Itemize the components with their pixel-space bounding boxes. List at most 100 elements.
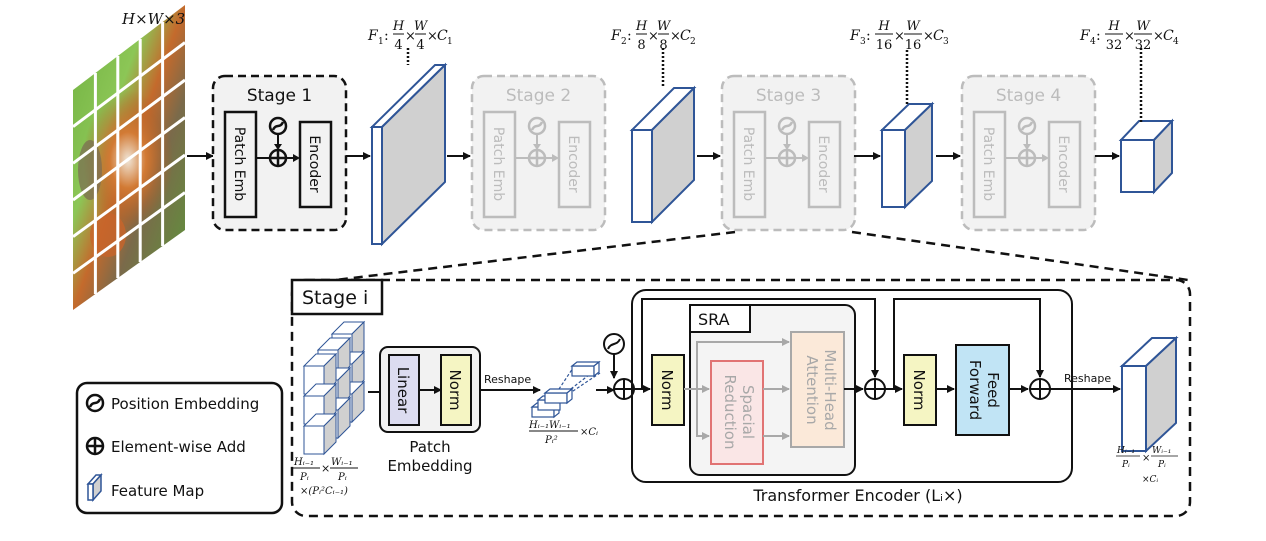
spatial-reduction-label-2: Reduction [721, 375, 739, 450]
patch-emb-label: Patch Emb [231, 127, 247, 201]
ffn-label-1: Feed [984, 372, 1002, 408]
legend: Position Embedding Element-wise Add Feat… [75, 381, 284, 515]
patch-emb-label: Patch Emb [740, 127, 756, 201]
patch-embedding-caption-2: Embedding [387, 457, 472, 475]
svg-text:×: × [894, 29, 905, 44]
token-shape: Hᵢ₋₁Wᵢ₋₁ Pᵢ² ×Cᵢ [528, 420, 598, 446]
svg-text:32: 32 [1135, 38, 1152, 53]
stage-i-panel: Stage i [290, 278, 1192, 518]
svg-text:×: × [427, 29, 438, 44]
input-patches-grid [302, 320, 366, 456]
stage-i-title-box [290, 278, 384, 316]
svg-text::: : [866, 28, 871, 44]
patch-emb-box [482, 110, 517, 219]
svg-text:2: 2 [690, 37, 696, 47]
svg-text:C: C [1163, 28, 1174, 44]
encoder-label: Encoder [565, 135, 581, 192]
position-embedding-icon [85, 393, 105, 413]
spatial-reduction-label-1: Spacial [739, 385, 757, 439]
patch-emb-label: Patch Emb [980, 127, 996, 201]
feature-map-3 [879, 50, 935, 210]
svg-text:16: 16 [905, 38, 922, 53]
element-wise-add-icon [777, 148, 797, 168]
svg-text:×: × [1124, 29, 1135, 44]
svg-text:W: W [906, 19, 921, 34]
legend-label-position-embedding: Position Embedding [111, 395, 259, 413]
svg-text:Pᵢ²: Pᵢ² [544, 435, 558, 446]
norm-label-1: Norm [658, 370, 676, 411]
feature-map-icon [86, 473, 103, 502]
position-embedding-icon [603, 333, 625, 355]
patch-embedding-caption-1: Patch [409, 438, 450, 456]
svg-text:H: H [877, 19, 890, 34]
patch-cube [302, 382, 338, 426]
patch-emb-box [972, 110, 1007, 219]
encoder-label: Encoder [306, 135, 322, 192]
stage-1-block: Stage 1 Patch Emb Encoder [211, 74, 348, 232]
svg-text:1: 1 [447, 37, 453, 47]
svg-text:4: 4 [416, 38, 424, 53]
svg-text:Pᵢ: Pᵢ [1121, 460, 1130, 470]
token-sequence [530, 360, 601, 419]
patch-emb-box [732, 110, 767, 219]
svg-text:32: 32 [1106, 38, 1123, 53]
sra-label: SRA [698, 310, 730, 329]
svg-text:1: 1 [378, 37, 384, 47]
svg-text:F: F [849, 28, 861, 44]
svg-text:F: F [610, 28, 622, 44]
element-wise-add-icon [527, 148, 547, 168]
stage-2-block: Stage 2 Patch Emb Encoder [470, 74, 607, 232]
norm-layer-2 [903, 354, 937, 426]
svg-text:C: C [680, 28, 691, 44]
reshape-label-1: Reshape [484, 373, 531, 386]
patch-cube [302, 412, 338, 456]
multi-head-attention-layer [790, 331, 845, 448]
stage-i-title: Stage i [302, 287, 368, 309]
encoder-label: Encoder [1055, 135, 1071, 192]
input-shape: Hᵢ₋₁ Pᵢ × Wᵢ₋₁ Pᵢ ×(Pᵢ²Cᵢ₋₁) [293, 457, 358, 497]
patch-emb-box [223, 110, 258, 219]
feature-map-1 [369, 48, 448, 247]
patch-embedding-block: Linear Norm [379, 346, 481, 433]
feature-map-4 [1118, 48, 1175, 195]
ffn-label-2: Forward [966, 360, 984, 420]
svg-text:Hᵢ₋₁: Hᵢ₋₁ [293, 457, 314, 468]
patch-emb-label: Patch Emb [490, 127, 506, 201]
svg-text:C: C [933, 28, 944, 44]
svg-text:4: 4 [1173, 37, 1179, 47]
svg-text:H: H [1107, 19, 1120, 34]
linear-layer [388, 354, 420, 426]
encoder-label: Encoder [815, 135, 831, 192]
norm-layer-patch [440, 354, 472, 426]
svg-text:Hᵢ₋₁: Hᵢ₋₁ [1116, 446, 1135, 456]
svg-text:×Cᵢ: ×Cᵢ [1142, 475, 1158, 485]
svg-text:×: × [1153, 29, 1164, 44]
svg-text:×: × [1142, 453, 1150, 464]
stage-title: Stage 1 [247, 86, 312, 106]
svg-text:2: 2 [621, 37, 627, 47]
input-image [72, 5, 186, 310]
svg-text:W: W [414, 19, 429, 34]
encoder-box [807, 120, 842, 209]
svg-text:Pᵢ: Pᵢ [337, 472, 347, 483]
element-wise-add-icon [85, 436, 105, 456]
reshape-label-2: Reshape [1064, 372, 1111, 385]
svg-text:×Cᵢ: ×Cᵢ [580, 427, 598, 438]
svg-text::: : [384, 28, 389, 44]
input-shape-label: H×W×3 [121, 10, 185, 28]
svg-text:Hᵢ₋₁Wᵢ₋₁: Hᵢ₋₁Wᵢ₋₁ [528, 420, 571, 431]
svg-text:H: H [635, 19, 648, 34]
encoder-box [298, 120, 333, 209]
element-wise-add-icon [864, 378, 886, 400]
feed-forward-layer [955, 344, 1010, 436]
stage-title: Stage 2 [506, 86, 571, 106]
svg-text:×: × [648, 29, 659, 44]
svg-text:H: H [392, 19, 405, 34]
svg-text:×: × [670, 29, 681, 44]
